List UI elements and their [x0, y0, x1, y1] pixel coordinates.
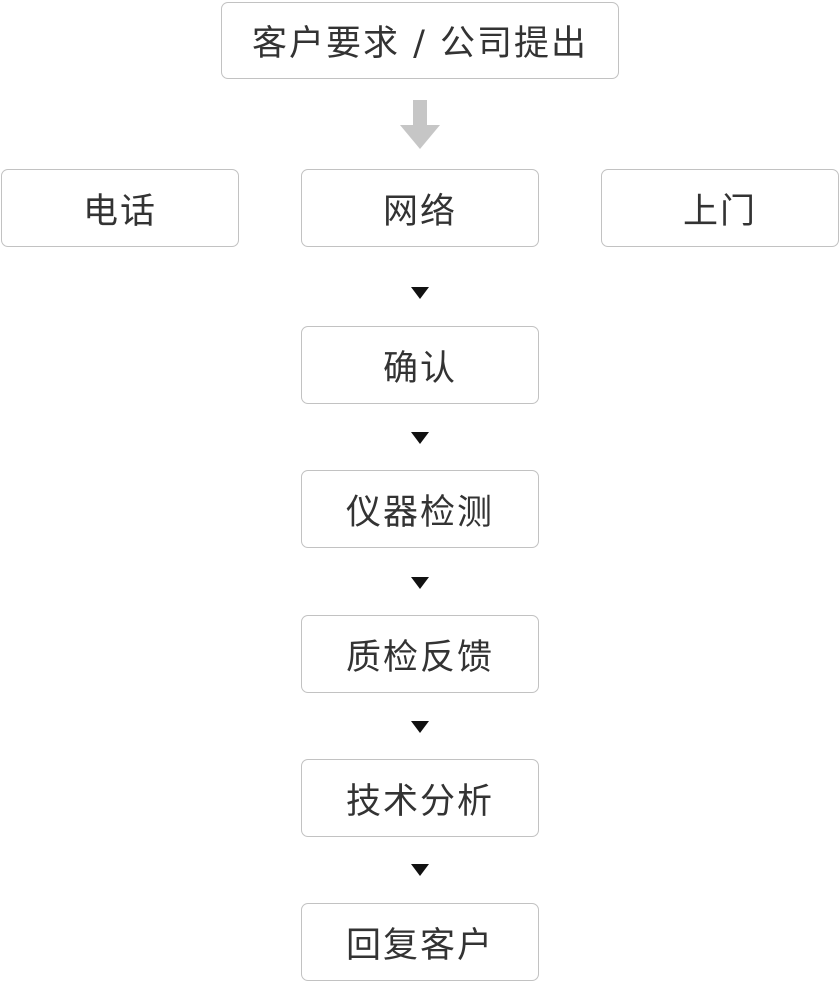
triangle-down-icon: [411, 287, 429, 299]
step-qc-feedback-label: 质检反馈: [345, 637, 494, 678]
step-qc-feedback-box: 质检反馈: [301, 615, 539, 693]
step-tech-analysis-label: 技术分析: [345, 781, 494, 822]
step-confirm-label: 确认: [382, 348, 457, 389]
triangle-down-icon: [411, 864, 429, 876]
step-reply-customer-label: 回复客户: [345, 925, 494, 966]
channel-phone-box: 电话: [1, 169, 239, 247]
down-arrow-icon: [400, 100, 440, 149]
triangle-down-icon: [411, 432, 429, 444]
step-instrument-test-label: 仪器检测: [345, 492, 494, 533]
channel-network-label: 网络: [382, 191, 457, 232]
channel-visit-box: 上门: [601, 169, 839, 247]
channel-visit-label: 上门: [682, 191, 757, 232]
channel-phone-label: 电话: [82, 191, 157, 232]
triangle-down-icon: [411, 577, 429, 589]
triangle-down-icon: [411, 721, 429, 733]
source-box: 客户要求 / 公司提出: [221, 2, 619, 79]
step-reply-customer-box: 回复客户: [301, 903, 539, 981]
step-confirm-box: 确认: [301, 326, 539, 404]
channel-network-box: 网络: [301, 169, 539, 247]
step-instrument-test-box: 仪器检测: [301, 470, 539, 548]
step-tech-analysis-box: 技术分析: [301, 759, 539, 837]
source-label: 客户要求 / 公司提出: [251, 24, 589, 64]
